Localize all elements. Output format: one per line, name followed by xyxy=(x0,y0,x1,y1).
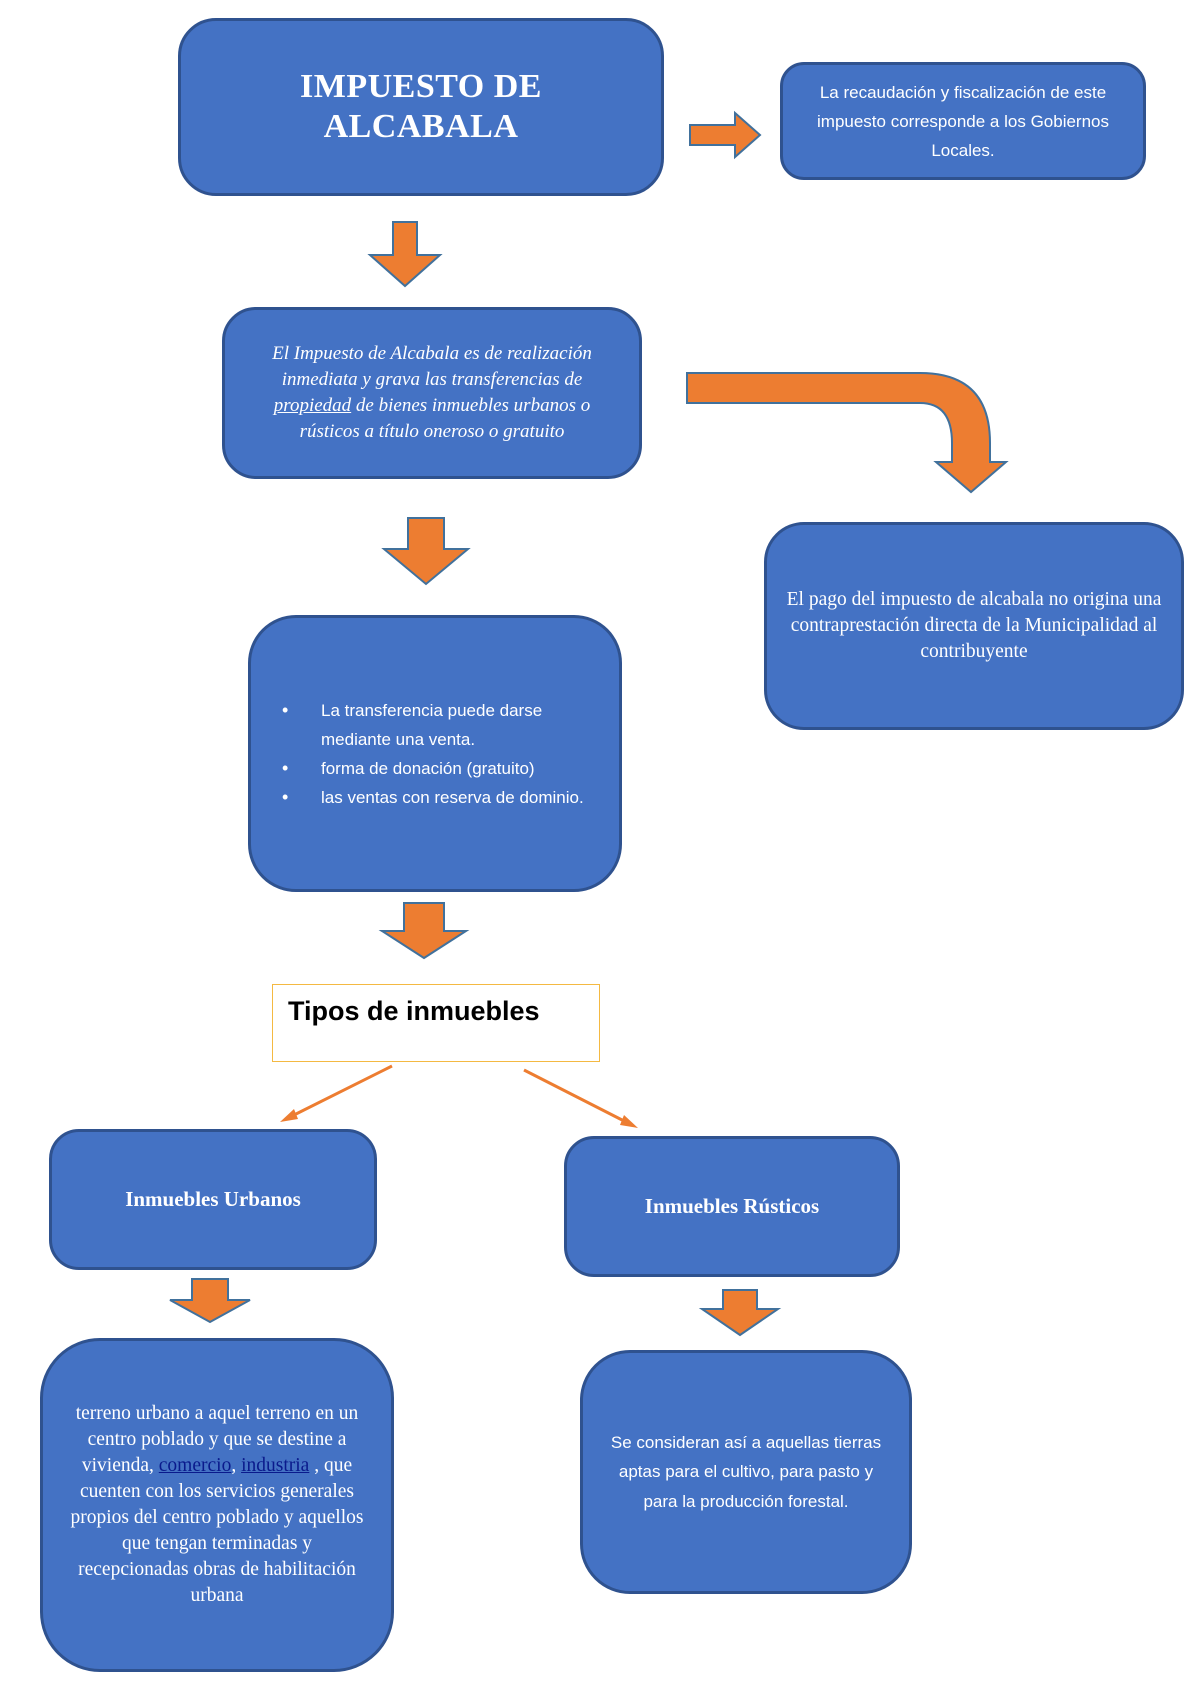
types-heading-box: Tipos de inmuebles xyxy=(272,984,600,1062)
rustic-description-text: Se consideran así a aquellas tierras apt… xyxy=(610,1432,882,1511)
payment-note-node: El pago del impuesto de alcabala no orig… xyxy=(764,522,1184,730)
collection-note-node: La recaudación y fiscalización de este i… xyxy=(780,62,1146,180)
transfer-form-text: las ventas con reserva de dominio. xyxy=(321,787,584,807)
transfer-form-item: • La transferencia puede darse mediante u… xyxy=(282,696,599,754)
comercio-link[interactable]: comercio xyxy=(158,1455,232,1476)
transfer-form-item: • las ventas con reserva de dominio. xyxy=(282,783,599,812)
rustic-properties-label: Inmuebles Rústicos xyxy=(644,1194,820,1218)
definition-underlined-word: propiedad xyxy=(273,395,352,416)
arrow-down-to-definition xyxy=(367,221,443,288)
rustic-description-node: Se consideran así a aquellas tierras apt… xyxy=(580,1350,912,1594)
payment-note-text: El pago del impuesto de alcabala no orig… xyxy=(786,589,1162,662)
transfer-form-text: La transferencia puede darse mediante un… xyxy=(321,700,543,749)
transfer-form-item: • forma de donación (gratuito) xyxy=(282,754,599,783)
urban-description-node: terreno urbano a aquel terreno en un cen… xyxy=(40,1338,394,1672)
definition-node: El Impuesto de Alcabala es de realizació… xyxy=(222,307,642,479)
title-line-1: IMPUESTO DE xyxy=(300,68,542,105)
thin-arrowhead-to-rustic xyxy=(620,1115,638,1128)
transfer-forms-list: • La transferencia puede darse mediante u… xyxy=(282,696,599,812)
arrow-down-to-transfer-forms xyxy=(381,517,471,586)
types-heading: Tipos de inmuebles xyxy=(288,996,540,1026)
thin-arrow-to-rustic xyxy=(523,1068,629,1125)
thin-arrow-to-urban xyxy=(289,1064,393,1119)
rustic-properties-node: Inmuebles Rústicos xyxy=(564,1136,900,1277)
urban-properties-label: Inmuebles Urbanos xyxy=(125,1187,301,1211)
urban-description-start: terreno urbano a aquel terreno en un cen… xyxy=(75,1403,359,1476)
urban-description-text: terreno urbano a aquel terreno en un cen… xyxy=(69,1401,365,1609)
arrow-down-to-types-heading xyxy=(378,902,470,960)
definition-text-end: de bienes inmuebles urbanos o rústicos a… xyxy=(299,395,591,442)
transfer-form-text: forma de donación (gratuito) xyxy=(321,758,535,778)
arrow-down-to-rustic-description xyxy=(698,1289,782,1337)
title-node: IMPUESTO DE ALCABALA xyxy=(178,18,664,196)
bullet-icon: • xyxy=(282,786,289,807)
title-line-2: ALCABALA xyxy=(323,108,519,145)
arrow-down-to-urban-description xyxy=(169,1278,251,1324)
transfer-forms-node: • La transferencia puede darse mediante u… xyxy=(248,615,622,892)
bent-arrow-to-payment-note xyxy=(686,372,1009,494)
arrow-right-to-collection-note xyxy=(689,110,762,160)
definition-text-start: El Impuesto de Alcabala es de realizació… xyxy=(272,343,592,390)
urban-properties-node: Inmuebles Urbanos xyxy=(49,1129,377,1270)
thin-arrowhead-to-urban xyxy=(280,1109,298,1122)
collection-note-text: La recaudación y fiscalización de este i… xyxy=(817,82,1109,160)
title-text: IMPUESTO DE ALCABALA xyxy=(300,67,542,147)
industria-link[interactable]: industria xyxy=(241,1455,310,1476)
bullet-icon: • xyxy=(282,699,289,720)
urban-description-end: , que cuenten con los servicios generale… xyxy=(70,1455,364,1606)
link-separator: , xyxy=(231,1455,242,1476)
definition-text: El Impuesto de Alcabala es de realizació… xyxy=(243,341,621,445)
bullet-icon: • xyxy=(282,757,289,778)
